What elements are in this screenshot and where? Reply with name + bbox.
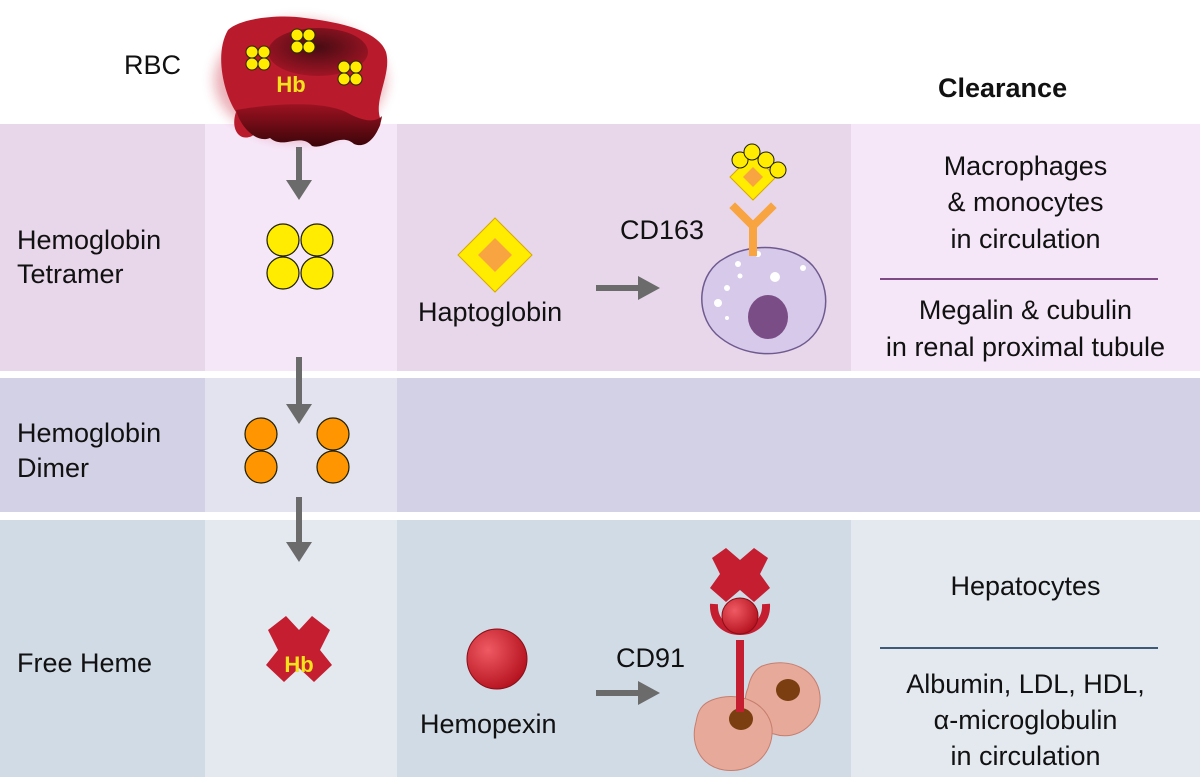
hemoglobin-dimer-icon	[244, 417, 350, 484]
tetramer-clearance-secondary-1: Megalin & cubulin	[918, 295, 1133, 325]
dimer-band	[0, 378, 1200, 512]
heme-clearance-secondary-1: Albumin, LDL, HDL,	[906, 669, 1145, 699]
tetramer-clearance-secondary-2: in renal proximal tubule	[885, 332, 1166, 362]
clearance-title: Clearance	[938, 73, 1068, 103]
rbc-hb-label: Hb	[276, 72, 305, 97]
free-heme-icon: Hb	[266, 616, 332, 682]
rbc-icon: Hb	[214, 16, 388, 147]
haptoglobin-icon	[457, 217, 533, 293]
free-heme-label: Free Heme	[17, 648, 153, 678]
hemopexin-label: Hemopexin	[420, 709, 557, 739]
hemoglobin-tetramer-icon	[266, 223, 334, 290]
heme-clearance-secondary-3: in circulation	[950, 741, 1101, 771]
dimer-label-line1: Hemoglobin	[17, 418, 162, 448]
hepatocyte-icon	[693, 548, 821, 771]
hemopexin-icon	[466, 628, 528, 690]
tetramer-clearance-primary-3: in circulation	[950, 224, 1101, 254]
tetramer-clearance-primary-2: & monocytes	[947, 187, 1104, 217]
tetramer-band-clearance	[851, 124, 1200, 371]
cd163-label: CD163	[620, 215, 705, 245]
tetramer-label-line2: Tetramer	[17, 259, 124, 289]
haptoglobin-label: Haptoglobin	[418, 297, 563, 327]
hemopexin-arrow-icon	[596, 681, 660, 705]
haptoglobin-arrow-icon	[596, 276, 660, 300]
cd91-label: CD91	[616, 643, 686, 673]
macrophage-icon	[701, 143, 827, 355]
heme-clearance-secondary-2: α-microglobulin	[933, 705, 1118, 735]
dimer-label-line2: Dimer	[17, 453, 89, 483]
tetramer-label-line1: Hemoglobin	[17, 225, 162, 255]
heme-hb-label: Hb	[284, 652, 313, 677]
rbc-label: RBC	[124, 50, 182, 80]
heme-clearance-primary-1: Hepatocytes	[950, 571, 1101, 601]
tetramer-clearance-primary-1: Macrophages	[943, 151, 1108, 181]
